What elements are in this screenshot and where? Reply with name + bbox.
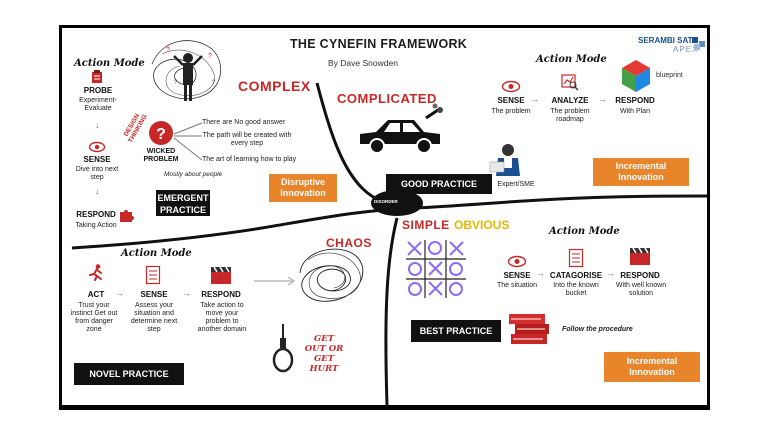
expert-sme-label: Expert/SME [497,181,535,188]
running-person-icon [89,264,102,281]
chaos-act-desc: Trust your instinct Get out from danger … [70,302,118,333]
cynefin-slide: DISORDER THE CYNEFIN FRAMEWORK By Dave S… [62,28,707,405]
complex-sense-label: SENSE [83,155,111,164]
arrow-down-icon: ↓ [95,120,100,130]
complex-point-2: The path will be created with every step [202,132,292,147]
simple-categorise-label: CATAGORISE [549,271,603,280]
chaos-action-mode: Action Mode [121,248,192,259]
arrow-right-icon: → [598,94,607,104]
simple-respond-desc: With well known solution [615,282,667,297]
complicated-respond-desc: With Plan [620,108,650,115]
analyze-icon [561,74,579,91]
eye-icon [507,255,527,268]
simple-title: SIMPLE [402,218,450,232]
novel-practice-badge: NOVEL PRACTICE [74,363,184,385]
good-practice-badge: GOOD PRACTICE [386,174,492,194]
arrow-right-icon: → [536,268,545,278]
svg-text:?: ? [208,53,212,60]
arrow-right-icon: → [606,268,615,278]
books-icon [509,314,549,344]
chaos-sense-label: SENSE [140,290,168,299]
wicked-arrows [173,122,203,161]
car-repair-illustration [360,103,443,154]
complex-title: COMPLEX [238,78,311,94]
clapperboard-icon [211,266,231,284]
domain-dividers [71,82,707,405]
chaos-title: CHAOS [326,236,372,250]
emergent-practice-badge: EMERGENT PRACTICE [156,190,210,216]
scribble-illustration [299,248,364,302]
arrow-right-icon: → [530,94,539,104]
chaos-respond-label: RESPOND [201,290,241,299]
complex-probe-label: PROBE [83,86,113,95]
probe-icon [92,70,102,83]
arrow-down-icon: ↓ [95,186,100,196]
svg-text:?: ? [212,80,216,86]
svg-text:?: ? [156,126,166,143]
follow-procedure-label: Follow the procedure [562,326,633,333]
clapperboard-icon [630,247,650,265]
question-icon: ? [149,121,173,145]
complex-respond-label: RESPOND [76,210,116,219]
chaos-respond-desc: Take action to move your problem to anot… [197,302,247,333]
expert-icon [489,144,520,176]
brand-logo: SERAMBI SATU APEX [638,36,698,54]
arrow-right-icon: → [182,288,191,298]
complex-sense-desc: Dive into next step [75,166,119,181]
wicked-problem-label: WICKED PROBLEM [143,148,179,163]
chaos-sense-desc: Assess your situation and determine next… [130,302,178,333]
complex-action-mode: Action Mode [74,58,145,69]
brand-line2: APEX [672,45,699,54]
complicated-sense-desc: The problem [491,108,531,115]
complicated-analyze-desc: The problem roadmap [550,108,590,123]
blueprint-cube-icon [622,60,650,92]
simple-respond-label: RESPOND [620,271,660,280]
checklist-icon [568,248,584,268]
simple-innovation-badge: Incremental Innovation [604,352,700,382]
eye-icon [501,80,521,93]
brand-cubes-icon [692,37,705,50]
complicated-title: COMPLICATED [337,91,437,106]
chaos-arrow [254,276,295,286]
svg-text:?: ? [166,47,170,54]
svg-text:?: ? [174,80,178,86]
simple-sense-label: SENSE [503,271,531,280]
disruptive-innovation-badge: Disruptive Innovation [269,174,337,202]
checklist-icon [145,265,161,285]
complicated-analyze-label: ANALYZE [551,96,589,105]
best-practice-badge: BEST PRACTICE [411,320,501,342]
mostly-about-people: Mostly about people [164,171,223,178]
get-out-warning: GET OUT OR GET HURT [304,334,344,374]
page-subtitle: By Dave Snowden [328,58,398,68]
arrow-right-icon: → [115,288,124,298]
simple-categorise-desc: Into the known bucket [553,282,599,297]
simple-sense-desc: The situation [496,282,538,289]
confused-person-illustration: ?? ?? [151,40,221,101]
disorder-label: DISORDER [374,199,398,204]
eye-icon [88,141,106,153]
brand-line1: SERAMBI SATU [638,36,699,45]
complex-probe-desc: Experiment-Evaluate [79,97,117,112]
complex-respond-desc: Taking Action [75,222,117,229]
complex-point-1: There are No good answer [202,119,286,126]
simple-action-mode: Action Mode [549,226,620,237]
page-title: THE CYNEFIN FRAMEWORK [290,37,468,51]
complicated-innovation-badge: Incremental Innovation [593,158,689,186]
noose-icon [272,324,294,373]
complex-point-3: The art of learning how to play [202,156,297,163]
tic-tac-toe-icon [406,240,466,298]
complicated-action-mode: Action Mode [536,54,607,65]
complicated-respond-label: RESPOND [615,96,655,105]
chaos-act-label: ACT [87,290,105,299]
complicated-sense-label: SENSE [497,96,525,105]
puzzle-icon [120,210,134,222]
obvious-title: OBVIOUS [454,218,510,232]
blueprint-label: blueprint [656,72,683,79]
